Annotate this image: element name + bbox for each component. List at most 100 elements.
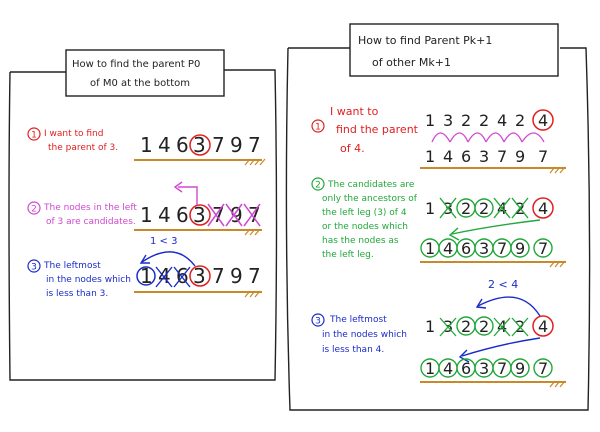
left-step1-target-circle — [189, 134, 211, 156]
left-step2-sequence: 1 4 6 3 7 9 7 — [140, 203, 261, 227]
compare-arrow — [141, 251, 196, 267]
search-arrow — [461, 337, 541, 357]
left-step2-number-circle — [27, 201, 41, 215]
digit: 2 — [461, 111, 471, 130]
left-step3-line1: The leftmost — [43, 261, 101, 271]
digit: 9 — [230, 264, 243, 288]
left-step1-line2: the parent of 3. — [48, 143, 118, 153]
left-step1-sequence: 1 4 6 3 7 9 7 — [140, 133, 261, 157]
right-panel: How to find Parent Pk+1 of other Mk+1 1 … — [285, 23, 591, 411]
digit: 4 — [538, 317, 548, 336]
digit: 3 — [479, 359, 489, 378]
right-step2-number: 2 — [315, 181, 321, 191]
digit: 9 — [230, 133, 243, 157]
strike-marks — [439, 317, 529, 337]
arrow-head — [458, 349, 470, 363]
ground-hatch — [549, 380, 566, 388]
candidate-circles — [420, 358, 553, 378]
digit: 9 — [515, 239, 525, 258]
left-step3-line2: in the nodes which — [46, 275, 131, 285]
search-arrow — [451, 219, 541, 235]
candidate-circles — [420, 238, 553, 258]
left-step3-answer-circle — [136, 266, 156, 286]
right-step2-bottom-sequence: 1 4 6 3 7 9 7 — [425, 239, 548, 258]
digit: 3 — [193, 133, 206, 157]
digit: 9 — [515, 359, 525, 378]
digit: 1 — [425, 147, 435, 166]
left-step2-target-circle — [189, 204, 211, 226]
digit: 1 — [425, 239, 435, 258]
digit: 1 — [425, 111, 435, 130]
left-arrow — [178, 186, 198, 205]
digit: 4 — [497, 111, 507, 130]
digit: 1 — [140, 133, 153, 157]
left-panel: How to find the parent P0 of M0 at the b… — [8, 49, 278, 381]
left-title-line2: of M0 at the bottom — [90, 78, 190, 89]
digit: 3 — [479, 239, 489, 258]
right-step1-bottom-sequence: 1 4 6 3 7 9 7 — [425, 147, 548, 166]
right-step3-line2: in the nodes which — [322, 330, 407, 340]
digit: 1 — [425, 359, 435, 378]
digit: 1 — [425, 317, 435, 336]
digit: 3 — [193, 203, 206, 227]
ground-hatch — [549, 260, 566, 268]
left-step1-number: 1 — [31, 131, 37, 141]
right-title-line2: of other Mk+1 — [372, 56, 451, 69]
digit: 4 — [158, 133, 171, 157]
left-step3-number-circle — [27, 259, 41, 273]
digit: 3 — [193, 264, 206, 288]
digit: 4 — [158, 203, 171, 227]
right-step3-line1: The leftmost — [329, 315, 387, 325]
right-step1-number: 1 — [315, 123, 321, 133]
digit: 3 — [479, 147, 489, 166]
arrow-head — [173, 181, 183, 193]
digit: 6 — [176, 133, 189, 157]
left-step2-line1: The nodes in the left — [43, 203, 137, 213]
right-step3-line3: is less than 4. — [322, 345, 384, 355]
digit: 7 — [248, 203, 261, 227]
left-step3-number: 3 — [31, 263, 37, 273]
digit: 7 — [212, 203, 225, 227]
right-step2-line4: or the nodes which — [322, 222, 408, 232]
right-step3-candidate-circle — [474, 316, 494, 336]
candidate-circles — [456, 198, 494, 218]
strike-marks — [439, 197, 529, 219]
right-step1-line1: I want to — [330, 105, 379, 118]
arrow-head — [475, 298, 487, 309]
right-step2-line3: the left leg (3) of 4 — [322, 208, 407, 218]
left-step2-number: 2 — [31, 205, 37, 215]
right-step3-top-sequence: 1 3 2 2 4 2 4 — [425, 317, 548, 336]
left-step3-sequence: 1 4 6 3 7 9 7 — [140, 264, 261, 288]
digit: 7 — [538, 359, 548, 378]
right-step1-line2: find the parent — [336, 123, 419, 136]
digit: 7 — [497, 147, 507, 166]
digit: 1 — [140, 264, 153, 288]
right-step1-target-circle — [532, 109, 554, 131]
digit: 2 — [515, 111, 525, 130]
digit: 2 — [461, 199, 471, 218]
left-step3-compare: 1 < 3 — [150, 236, 177, 247]
digit: 1 — [140, 203, 153, 227]
digit: 7 — [212, 264, 225, 288]
right-step2-line2: only the ancestors of — [322, 194, 418, 204]
left-title-line1: How to find the parent P0 — [72, 59, 200, 70]
right-step3-target-circle — [532, 315, 554, 337]
digit: 2 — [479, 111, 489, 130]
right-step1-top-sequence: 1 3 2 2 4 2 4 — [425, 111, 548, 130]
ground-hatch — [244, 228, 261, 236]
left-step1-number-circle — [27, 127, 41, 141]
arrow-head — [448, 227, 460, 241]
digit: 7 — [248, 264, 261, 288]
left-title-box — [65, 49, 225, 97]
digit: 7 — [497, 239, 507, 258]
digit: 3 — [443, 111, 453, 130]
right-step2-line6: the left leg. — [322, 250, 374, 260]
left-step3-target-circle — [189, 265, 211, 287]
digit: 6 — [461, 239, 471, 258]
right-step3-compare: 2 < 4 — [488, 278, 518, 291]
right-step3-bottom-sequence: 1 4 6 3 7 9 7 — [425, 359, 548, 378]
ground-hatch — [244, 158, 266, 166]
left-step1-line1: I want to find — [44, 129, 103, 139]
digit: 6 — [176, 203, 189, 227]
